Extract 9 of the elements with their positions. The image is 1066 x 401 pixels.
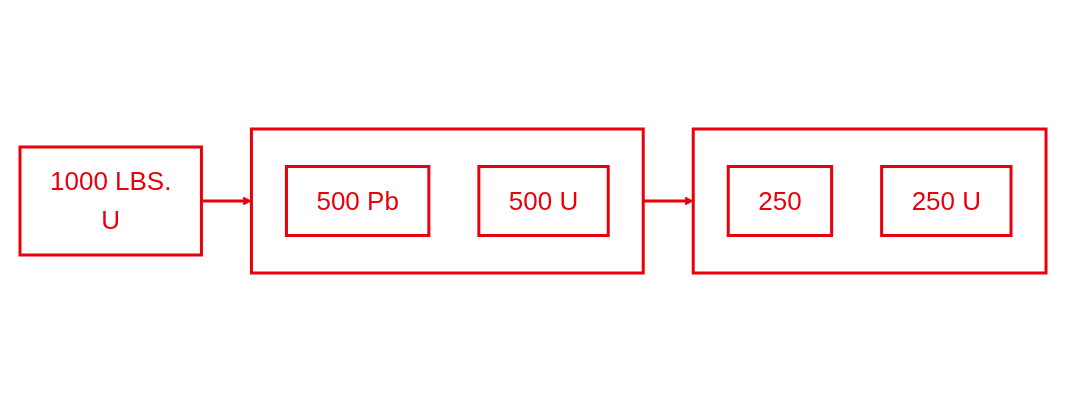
cluster [249,127,645,274]
cluster [691,127,1048,274]
node-box: 1000 LBS. U [18,145,203,256]
node-box: 500 Pb [284,164,431,237]
node-box: 500 U [477,164,610,237]
node-box: 250 U [880,164,1013,237]
arrow [643,196,694,205]
node-box: 250 [726,164,834,237]
arrow [201,196,252,205]
